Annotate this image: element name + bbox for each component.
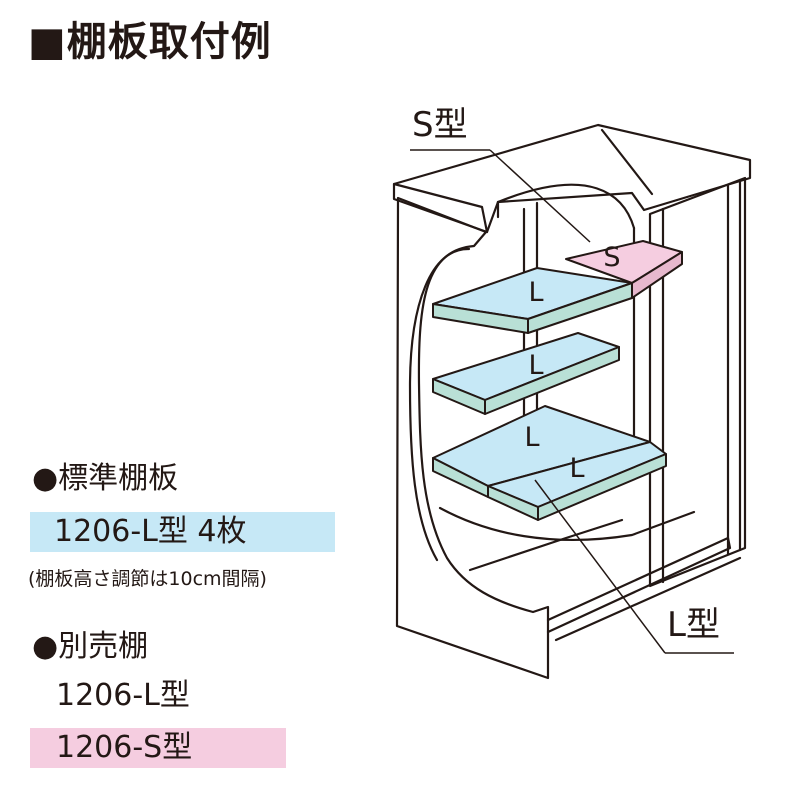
page-title: ■棚板取付例 bbox=[28, 19, 272, 65]
middle-shelf-l-front bbox=[484, 346, 620, 415]
shelf-label-top-l: L bbox=[528, 277, 543, 308]
optional-shelf-s-type: 1206-S型 bbox=[30, 728, 286, 768]
bottom-shelf-l-right-side bbox=[487, 485, 539, 521]
shelf-label-bottom-right-l: L bbox=[569, 453, 584, 484]
optional-shelf-l-type: 1206-L型 bbox=[56, 678, 190, 713]
optional-shelf-heading: ●別売棚 bbox=[32, 629, 149, 664]
shelf-label-s: S bbox=[603, 242, 620, 273]
standard-shelf-spec: 1206-L型 4枚 bbox=[30, 512, 335, 552]
standard-shelf-heading: ●標準棚板 bbox=[32, 461, 179, 496]
shelf-label-middle-l: L bbox=[528, 350, 543, 381]
s-type-callout: S型 bbox=[412, 105, 468, 145]
l-type-callout: L型 bbox=[667, 605, 720, 645]
shelf-label-bottom-left-l: L bbox=[524, 422, 539, 453]
standard-shelf-note: (棚板高さ調節は10cm間隔) bbox=[28, 568, 267, 590]
top-shelf-s-front bbox=[631, 251, 683, 299]
